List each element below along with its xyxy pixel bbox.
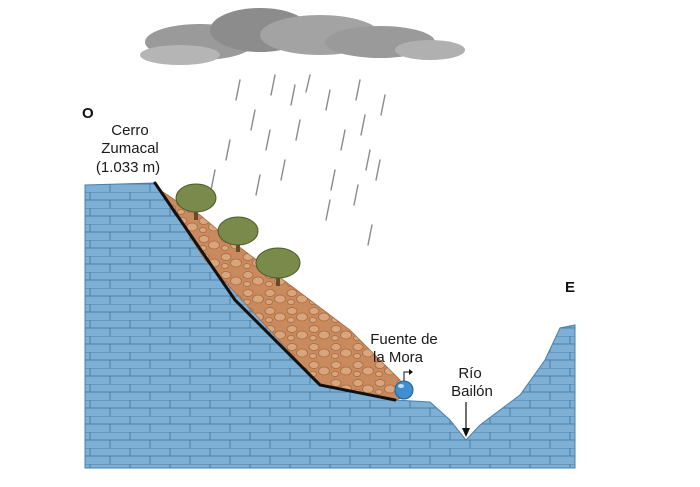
- spring-label-line2: la Mora: [373, 349, 424, 366]
- contact-line: [153, 181, 397, 402]
- rain: [210, 74, 386, 246]
- compass-east: E: [565, 279, 575, 296]
- arrow-down-icon: [462, 402, 470, 437]
- river-label-line1: Río: [458, 365, 481, 382]
- compass-west: O: [82, 105, 94, 122]
- spring-icon: [394, 369, 414, 400]
- tree-icon: [217, 216, 259, 252]
- peak-label-line2: Zumacal: [101, 140, 159, 157]
- peak-label-line3: (1.033 m): [96, 159, 160, 176]
- peak-label: Cerro Zumacal (1.033 m): [96, 122, 160, 176]
- tree-icon: [255, 247, 301, 286]
- river-label-line2: Bailón: [451, 383, 493, 400]
- peak-label-line1: Cerro: [111, 122, 149, 139]
- rain-cloud-icon: [140, 8, 465, 65]
- spring-label-line1: Fuente de: [370, 331, 438, 348]
- spring-label: Fuente de la Mora: [370, 331, 438, 366]
- river-label: Río Bailón: [451, 365, 493, 400]
- tree-icon: [175, 183, 217, 220]
- debris-slope: [159, 189, 406, 401]
